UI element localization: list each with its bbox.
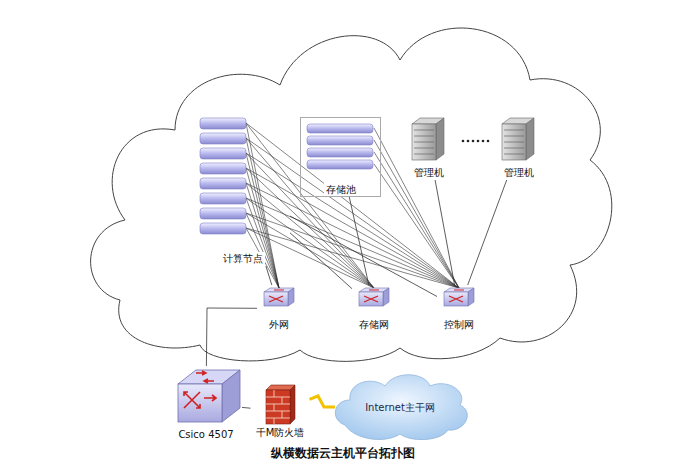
fan-line — [246, 183, 459, 288]
node-label: 外网 — [267, 318, 291, 331]
switch-arrows — [449, 290, 464, 302]
connector — [290, 233, 352, 289]
fan-line — [246, 198, 374, 288]
disk — [200, 178, 246, 189]
cloud-outline — [91, 28, 612, 361]
fan-line — [246, 153, 374, 288]
fan-line — [246, 213, 374, 288]
node-label: 存储网 — [357, 318, 391, 331]
connector — [290, 216, 437, 297]
firewall: 千M防火墙 — [251, 382, 310, 440]
disk — [200, 223, 246, 234]
server-icon — [502, 118, 534, 160]
fan-line — [246, 123, 374, 288]
switch-side — [468, 288, 474, 306]
node-label: 计算节点 — [221, 252, 265, 265]
connector — [242, 407, 251, 409]
connector — [310, 396, 336, 407]
fan-line — [246, 153, 459, 288]
switch-icons — [264, 288, 474, 306]
storage-pool: 存储池 — [300, 117, 381, 197]
connector — [468, 180, 507, 285]
connector — [266, 266, 272, 285]
switch-side — [288, 288, 294, 306]
ellipsis-dots — [462, 140, 490, 143]
node-label: Csico 4507 — [176, 428, 235, 441]
node-label: 管理机 — [502, 166, 536, 179]
connector — [435, 180, 455, 285]
disk — [200, 118, 246, 129]
network-switch: 存储网 — [352, 285, 396, 332]
fan-line — [246, 198, 279, 288]
fan-line — [246, 228, 374, 288]
fan-line — [374, 152, 459, 288]
caption: 纵横数据云主机平台拓扑图 — [269, 445, 417, 462]
disk — [200, 193, 246, 204]
network-switch: 外网 — [257, 285, 301, 332]
node-label: 千M防火墙 — [254, 426, 307, 439]
disk — [200, 163, 246, 174]
fan-lines — [246, 123, 459, 288]
core-switch: Csico 4507 — [170, 366, 242, 442]
node-label: Internet主干网 — [363, 401, 437, 414]
disk — [307, 148, 373, 157]
fan-line — [246, 198, 459, 288]
internet-cloud — [335, 375, 467, 440]
fan-line — [246, 138, 459, 288]
server-icon — [412, 118, 444, 160]
fan-line — [246, 123, 459, 288]
network-switch: 控制网 — [437, 285, 481, 332]
disk-stacks — [200, 118, 373, 234]
fan-line — [246, 138, 374, 288]
disk — [307, 124, 373, 133]
fan-line — [246, 168, 279, 288]
switch-arrows — [269, 290, 284, 302]
switch-arrows — [364, 290, 379, 302]
disk — [200, 148, 246, 159]
node-label: 存储池 — [324, 183, 358, 196]
node-label: 控制网 — [442, 318, 476, 331]
disk — [307, 136, 373, 145]
fan-line — [246, 138, 279, 288]
fan-line — [246, 153, 279, 288]
switch-side — [383, 288, 389, 306]
disk — [307, 160, 373, 169]
firewall-icon — [266, 385, 295, 424]
server: 管理机 — [494, 114, 544, 180]
connector — [349, 197, 369, 285]
disk — [200, 133, 246, 144]
node-label: 管理机 — [412, 166, 446, 179]
internet-cloud: Internet主干网 — [335, 372, 465, 442]
connector — [206, 308, 257, 366]
core-switch-icon — [178, 370, 240, 422]
fan-line — [246, 168, 374, 288]
fan-line — [374, 140, 459, 288]
compute-stack: 计算节点 — [195, 114, 290, 266]
disk — [200, 208, 246, 219]
fan-line — [246, 213, 279, 288]
server: 管理机 — [404, 114, 454, 180]
